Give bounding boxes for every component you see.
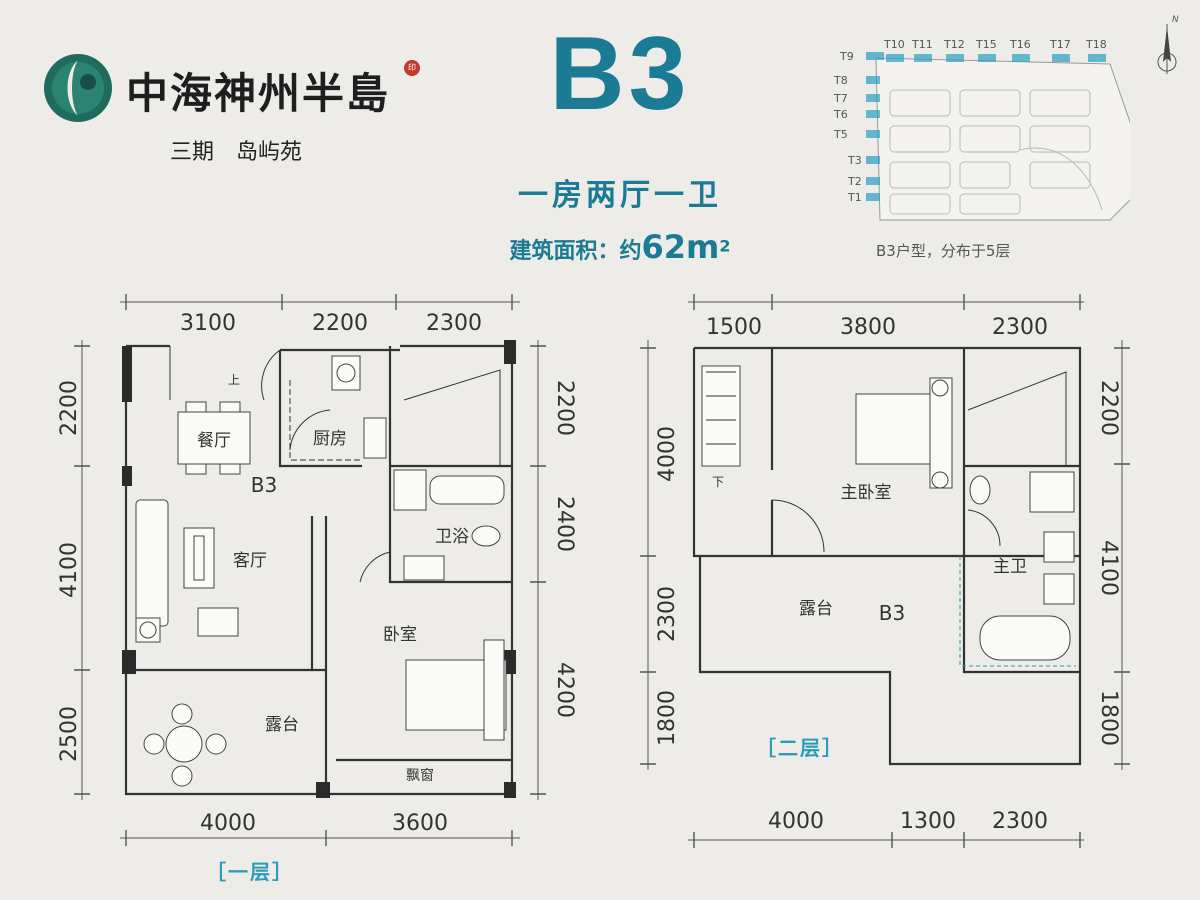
f1-left-dim-1: 2200 — [57, 380, 82, 436]
f2-right-dim-1: 2200 — [1096, 380, 1121, 436]
tower-label: T2 — [847, 175, 862, 188]
brand-name: 中海神州半島 — [126, 69, 391, 118]
room-terrace-f2: 露台 — [799, 599, 833, 619]
logo-icon — [44, 54, 112, 122]
room-living: 客厅 — [233, 551, 267, 571]
f2-bottom-dim-2: 1300 — [900, 809, 956, 834]
tower-label: T3 — [847, 154, 862, 167]
f2-top-dim-1: 1500 — [706, 315, 762, 340]
tower-label: T8 — [833, 74, 848, 87]
f2-left-dim-1: 4000 — [655, 426, 680, 482]
tower-label: T10 — [883, 38, 905, 51]
f2-top-dim-3: 2300 — [992, 315, 1048, 340]
tower-block — [866, 156, 880, 164]
tower-block — [866, 177, 880, 185]
tower-label: T1 — [847, 191, 862, 204]
tower-block — [1088, 54, 1106, 62]
brand-seal: 印 — [404, 60, 420, 76]
tower-block — [946, 54, 964, 62]
tower-label: T12 — [943, 38, 965, 51]
f1-top-dim-3: 2300 — [426, 311, 482, 336]
tower-block — [866, 193, 880, 201]
tower-label: T9 — [839, 50, 854, 63]
floor2-label: ［二层］ — [756, 736, 844, 760]
room-bath: 卫浴 — [435, 527, 469, 547]
tower-block — [866, 130, 880, 138]
room-master-bath: 主卫 — [993, 557, 1027, 577]
tower-block — [914, 54, 932, 62]
f2-right-dim-3: 1800 — [1096, 690, 1121, 746]
layout-type: 一房两厅一卫 — [518, 178, 722, 213]
f2-right-dim-2: 4100 — [1096, 540, 1121, 596]
tower-block — [866, 76, 880, 84]
tower-label: T5 — [833, 128, 848, 141]
f2-left-dim-3: 1800 — [655, 690, 680, 746]
tower-block — [866, 52, 884, 60]
site-map-caption: B3户型，分布于5层 — [876, 242, 1011, 260]
tower-label: T17 — [1049, 38, 1071, 51]
f1-bottom-dim-1: 4000 — [200, 811, 256, 836]
tower-label: T11 — [911, 38, 933, 51]
tower-label: T16 — [1009, 38, 1031, 51]
room-dining: 餐厅 — [197, 431, 231, 451]
tower-block — [1052, 54, 1070, 62]
f1-right-dim-2: 2400 — [552, 496, 577, 552]
f1-left-dim-2: 4100 — [57, 542, 82, 598]
stair-up-label: 上 — [228, 373, 240, 387]
f1-left-dim-3: 2500 — [57, 706, 82, 762]
tower-block — [866, 94, 880, 102]
north-arrow-icon: N — [1157, 15, 1179, 74]
tower-block — [1012, 54, 1030, 62]
area-value: 62m — [641, 228, 720, 266]
f1-bottom-dim-2: 3600 — [392, 811, 448, 836]
f1-top-dim-1: 3100 — [180, 311, 236, 336]
plan-code: B3 — [549, 16, 691, 132]
tower-labels-top: T9 T10 T11 T12 T15 T16 T17 T18 — [839, 38, 1107, 63]
area-label: 建筑面积：约 — [509, 239, 642, 264]
floor1-label: ［一层］ — [206, 860, 294, 884]
area-line: 建筑面积：约62m2 — [440, 228, 800, 266]
room-bedroom: 卧室 — [383, 625, 417, 645]
north-label: N — [1172, 15, 1179, 25]
tower-block — [978, 54, 996, 62]
phase-title: 三期 岛屿苑 — [170, 140, 303, 165]
stair-down-label: 下 — [712, 475, 724, 489]
tower-label: T18 — [1085, 38, 1107, 51]
room-terrace-f1: 露台 — [265, 715, 299, 735]
f2-bottom-dim-3: 2300 — [992, 809, 1048, 834]
unit-tag-f1: B3 — [251, 473, 277, 497]
f1-right-dim-1: 2200 — [552, 380, 577, 436]
f2-bottom-dim-1: 4000 — [768, 809, 824, 834]
f2-top-dim-2: 3800 — [840, 315, 896, 340]
f1-top-dim-2: 2200 — [312, 311, 368, 336]
tower-label: T7 — [833, 92, 848, 105]
tower-label: T6 — [833, 108, 848, 121]
area-unit-sup: 2 — [719, 236, 731, 256]
f1-right-dim-3: 4200 — [552, 662, 577, 718]
room-kitchen: 厨房 — [313, 429, 347, 449]
tower-block — [886, 54, 904, 62]
f2-left-dim-2: 2300 — [655, 586, 680, 642]
room-master-bedroom: 主卧室 — [841, 483, 892, 503]
tower-label: T15 — [975, 38, 997, 51]
room-bay-window: 飘窗 — [406, 767, 434, 784]
tower-block — [866, 110, 880, 118]
unit-tag-f2: B3 — [879, 601, 905, 625]
